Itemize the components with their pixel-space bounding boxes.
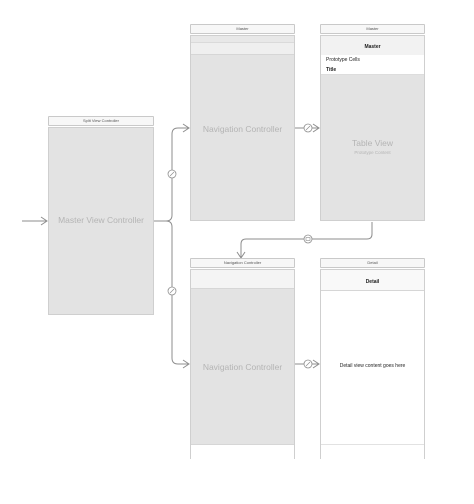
segue-badge-icon [167,286,177,296]
master-navigation-controller-label: Navigation Controller [202,124,283,134]
detail-navigation-bar: Detail [321,270,424,291]
detail-view-controller-scene[interactable]: Detail Detail view content goes here [320,269,425,459]
detail-nav-navigation-bar [191,270,294,289]
prototype-cells-header: Prototype Cells [321,55,424,65]
table-view-label: Table View [352,138,393,148]
status-bar [191,36,294,43]
bottom-divider [321,444,424,445]
detail-content-label: Detail view content goes here [339,363,406,369]
master-navigation-controller-scene[interactable]: Navigation Controller [190,35,295,221]
detail-navigation-controller-label: Navigation Controller [202,362,283,372]
detail-nav-title-bar[interactable]: Navigation Controller [190,258,295,268]
master-table-title-bar[interactable]: Master [320,24,425,34]
master-view-controller-scene[interactable]: Master View Controller [48,127,154,315]
master-table-view-scene[interactable]: Master Prototype Cells Title Table View … [320,35,425,221]
toolbar [191,444,294,459]
segue-badge-icon [303,359,313,369]
segue-badge-icon [167,169,177,179]
detail-navigation-controller-scene[interactable]: Navigation Controller [190,269,295,459]
segue-split-to-detail-nav [165,220,189,365]
show-detail-segue-icon [303,234,313,244]
split-view-controller-title-bar[interactable]: Split View Controller [48,116,154,126]
table-cell-title[interactable]: Title [321,65,424,75]
master-nav-title-bar[interactable]: Master [190,24,295,34]
initial-entry-arrow-head [40,216,48,226]
master-view-controller-label: Master View Controller [58,215,144,225]
prototype-content-label: Prototype Content [354,150,391,155]
master-nav-title: Master [364,44,381,50]
segue-badge-icon [303,123,313,133]
master-navigation-bar: Master [321,36,424,56]
detail-nav-title: Detail [365,279,380,285]
detail-title-bar[interactable]: Detail [320,258,425,268]
